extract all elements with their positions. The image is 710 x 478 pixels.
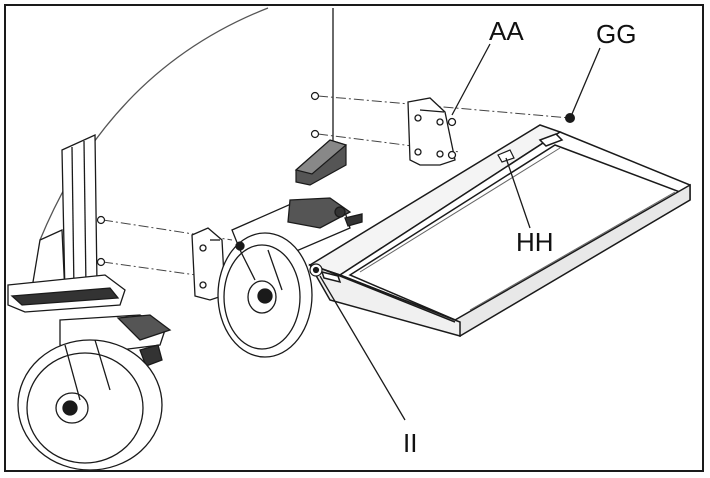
leader-lines — [319, 43, 601, 421]
caster-left — [17, 314, 172, 471]
screw-gg — [565, 113, 575, 123]
door-latch — [294, 139, 348, 186]
caster-right — [217, 197, 363, 358]
figure-frame — [4, 4, 704, 472]
cabinet-arc — [39, 7, 269, 241]
callout-ii: II — [403, 428, 417, 458]
screw-hh — [497, 149, 515, 163]
leader-ii — [319, 275, 406, 421]
panel-holes — [96, 91, 320, 267]
callout-gg: GG — [596, 19, 636, 49]
leader-gg — [571, 47, 601, 115]
callout-hh: HH — [516, 227, 554, 257]
screw-ii — [309, 263, 323, 277]
leader-aa — [451, 43, 491, 116]
leader-hh — [505, 157, 531, 229]
tray — [308, 124, 691, 338]
callout-aa: AA — [489, 16, 524, 46]
cabinet-foot-left — [7, 274, 126, 313]
cabinet-corner-post — [29, 133, 98, 301]
bracket-aa — [407, 97, 457, 166]
